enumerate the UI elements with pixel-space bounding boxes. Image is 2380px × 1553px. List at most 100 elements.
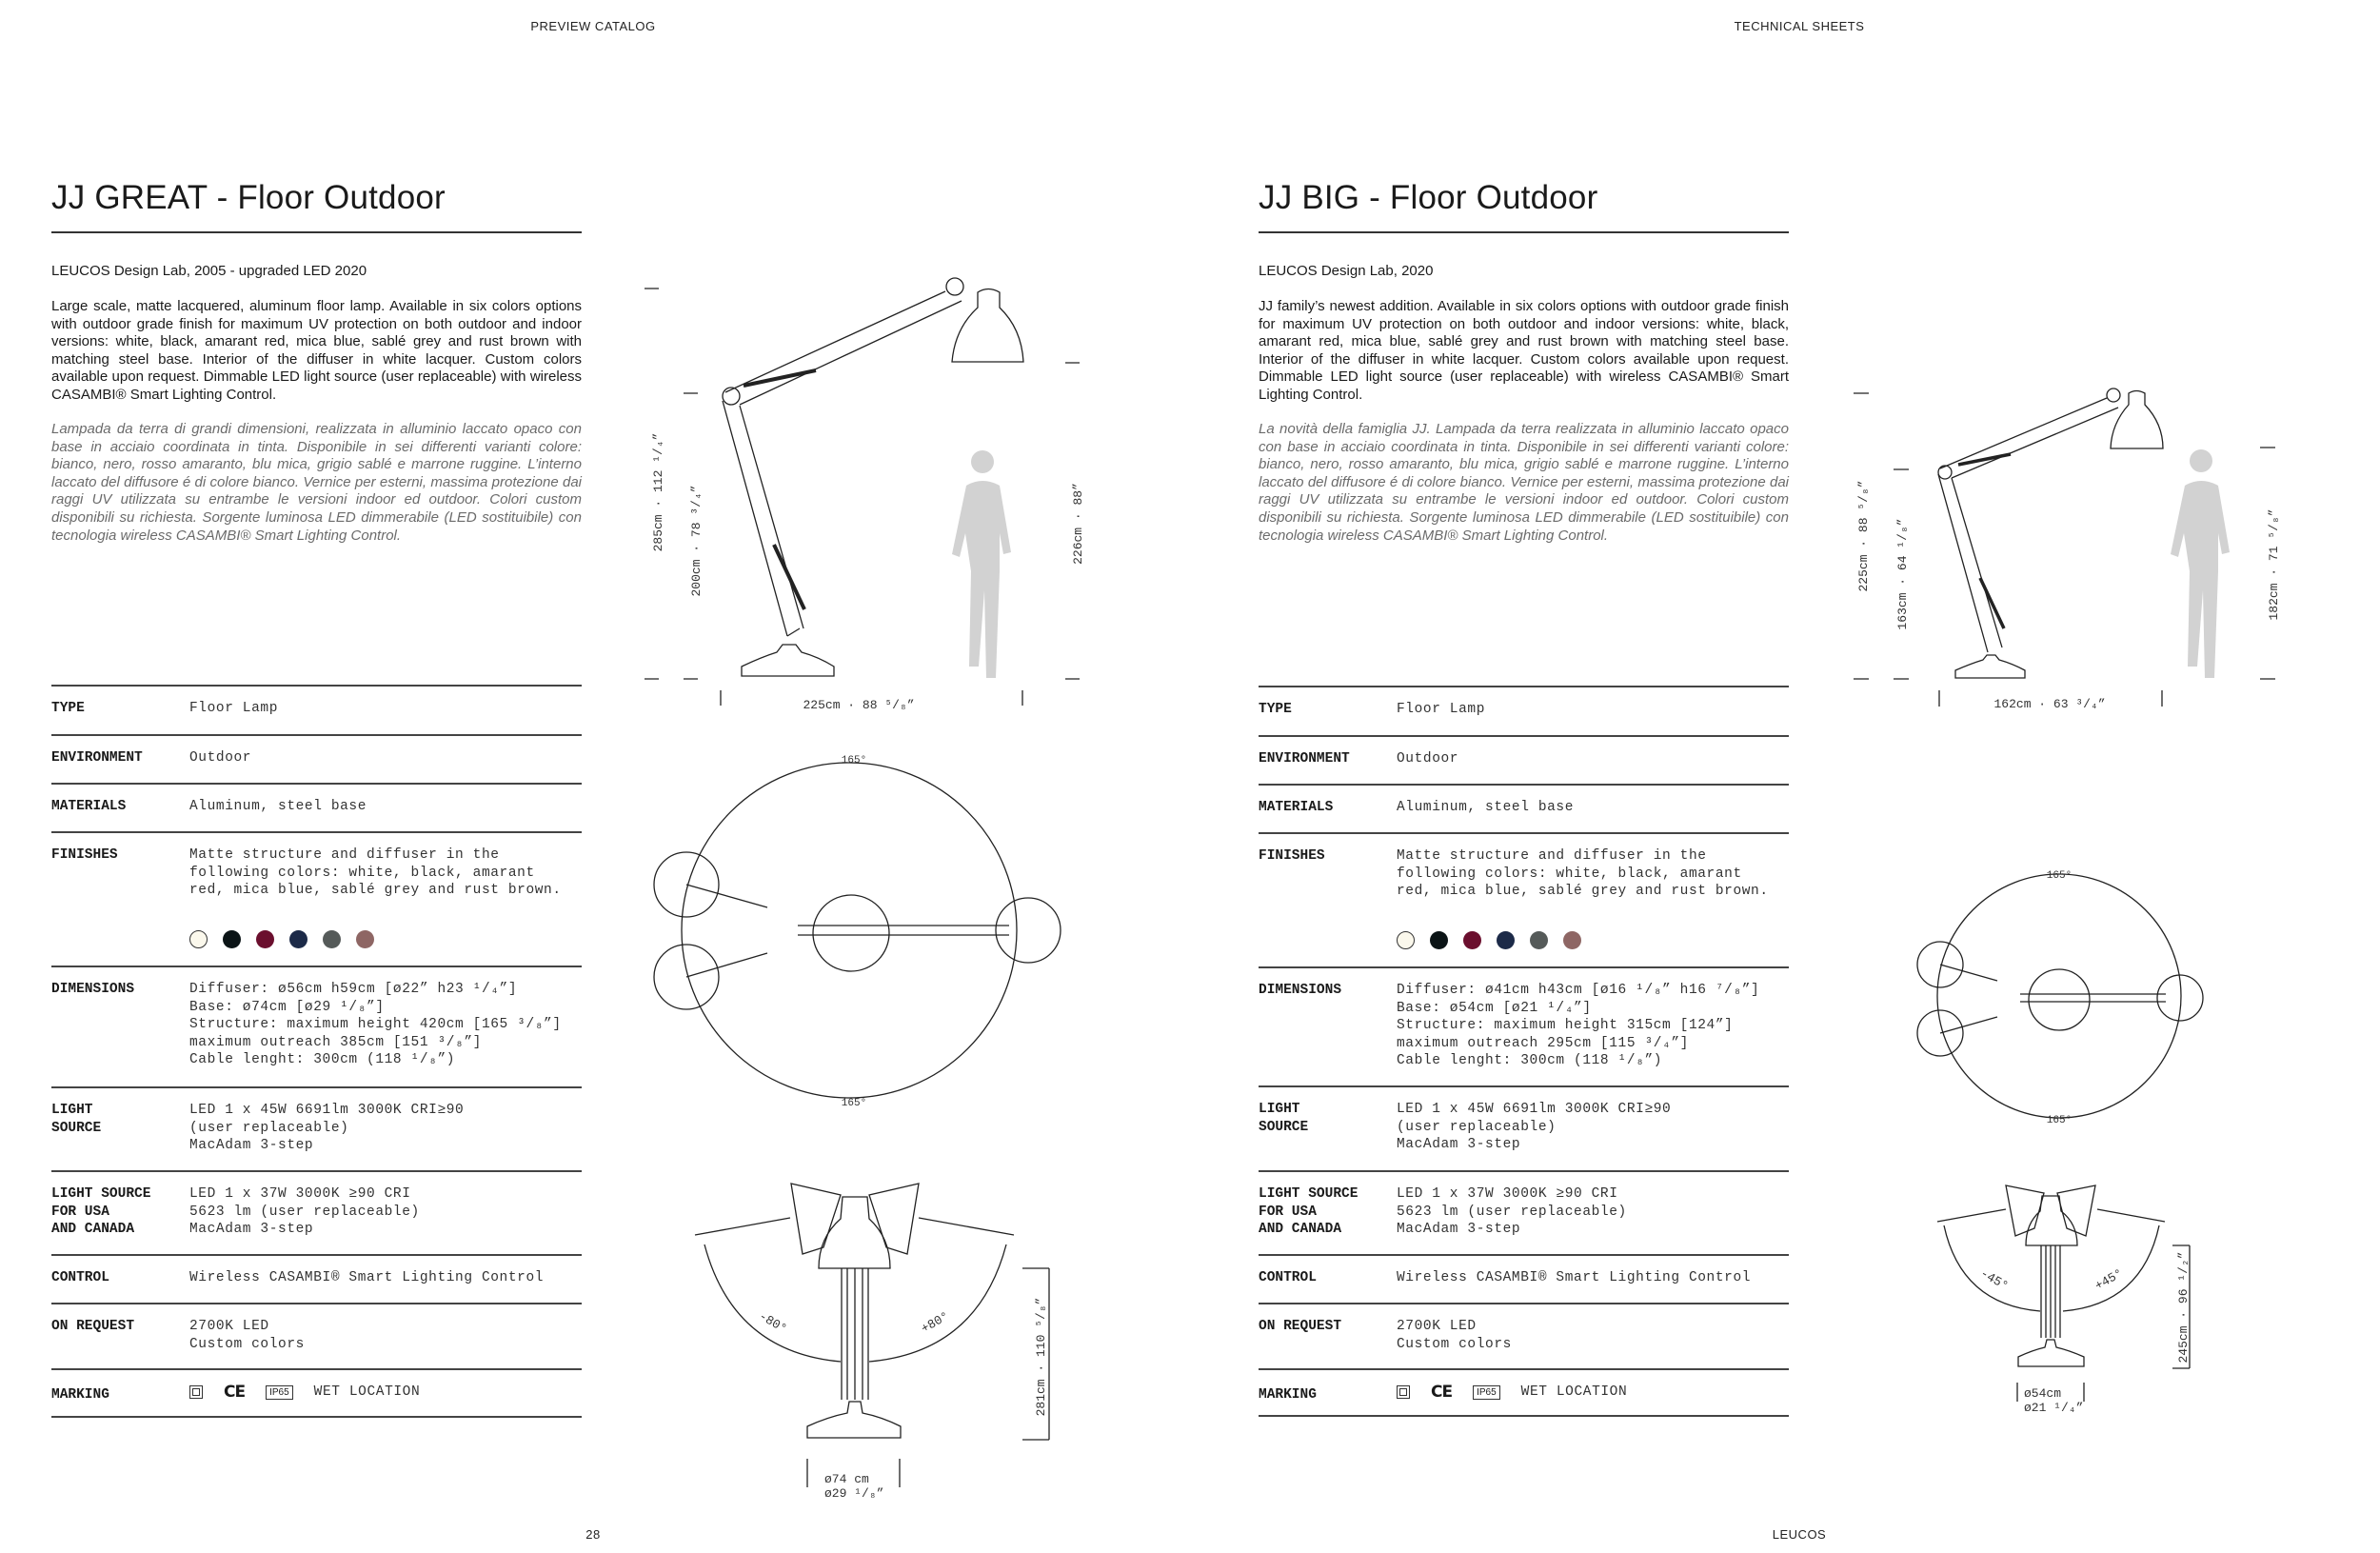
spec-value: Wireless CASAMBI® Smart Lighting Control (1397, 1270, 1752, 1285)
spec-label: MARKING (51, 1387, 109, 1403)
head-joint (2106, 388, 2121, 403)
dim-base-cm: ø74 cm (824, 1472, 869, 1486)
elbow-joint (722, 387, 741, 406)
lamp-base (1954, 654, 2026, 679)
front-diffuser (818, 1196, 891, 1269)
diffuser-position-right (995, 897, 1061, 964)
spec-value: LED 1 x 45W 6691lm 3000K CRI≥90 (user re… (1397, 1102, 1672, 1153)
product-designer: LEUCOS Design Lab, 2005 - upgraded LED 2… (51, 263, 367, 279)
spec-value: Outdoor (189, 750, 252, 766)
swatch-mica-blue (289, 930, 307, 948)
spec-label: ON REQUEST (51, 1319, 135, 1334)
spec-value: 2700K LED Custom colors (1397, 1319, 1512, 1352)
swatch-rust-brown (356, 930, 374, 948)
elbow-joint (1937, 465, 1953, 480)
base-circle (2028, 968, 2091, 1031)
running-head-right: TECHNICAL SHEETS (1734, 19, 1865, 33)
spec-label: DIMENSIONS (1259, 983, 1342, 998)
spec-label: FINISHES (51, 847, 118, 863)
wet-location-label: WET LOCATION (1520, 1384, 1628, 1400)
tilt-angle-right: +45° (2092, 1266, 2126, 1294)
tilt-diffuser-left (790, 1183, 842, 1255)
product-title: JJ BIG - Floor Outdoor (1259, 179, 1598, 216)
spec-row-type: TYPE Floor Lamp (51, 685, 582, 734)
tilt-arc-left (1943, 1224, 2041, 1312)
arm-top-view (685, 884, 1009, 978)
rotation-angle-bottom: 165° (2047, 1115, 2072, 1126)
front-column (841, 1268, 869, 1400)
spec-value: Matte structure and diffuser in the foll… (189, 847, 562, 899)
lamp-lower-arm (722, 400, 804, 637)
spec-label: TYPE (51, 701, 85, 716)
front-dimension-lines (2016, 1244, 2191, 1402)
swatch-white (189, 930, 208, 948)
spec-value: Diffuser: ø56cm h59cm [ø22” h23 ¹/₄”] Ba… (189, 982, 562, 1068)
tilt-arc-right (2062, 1224, 2160, 1312)
spec-label: LIGHT SOURCE FOR USA AND CANADA (1259, 1186, 1359, 1238)
class-ii-double-insulation-icon (1397, 1385, 1410, 1399)
ip-rating-badge: IP65 (1473, 1384, 1500, 1400)
spec-value: Outdoor (1397, 751, 1459, 767)
rotation-angle-top: 165° (842, 755, 866, 767)
diffuser-position-left-bottom (653, 944, 720, 1010)
swatch-amarant-red (256, 930, 274, 948)
spec-label: LIGHT SOURCE (1259, 1102, 1309, 1135)
spec-value: Matte structure and diffuser in the foll… (1397, 848, 1769, 900)
spec-label: LIGHT SOURCE FOR USA AND CANADA (51, 1186, 151, 1238)
front-column (2040, 1245, 2061, 1338)
dim-head-height: 182cm · 71 ⁵/₈” (2267, 508, 2281, 620)
dimension-ticks (645, 288, 1080, 706)
tilt-lines (694, 1217, 1015, 1236)
spec-label: CONTROL (1259, 1270, 1317, 1285)
lower-spring (772, 544, 806, 610)
spec-value: Floor Lamp (189, 701, 279, 716)
spec-value: Aluminum, steel base (189, 799, 367, 814)
lamp-upper-arm (1939, 397, 2119, 479)
front-dimension-lines (806, 1267, 1050, 1487)
spec-row-marking: MARKING CE IP65 WET LOCATION (51, 1368, 582, 1418)
jj-great-top-view (653, 762, 1061, 1099)
footer-brand: LEUCOS (1772, 1527, 1827, 1542)
dim-outreach: 225cm · 88 ⁵/₈” (803, 698, 914, 712)
description-italian: La novità della famiglia JJ. Lampada da … (1259, 421, 1789, 544)
diffuser-position-left-top (653, 851, 720, 918)
tilt-lines (1936, 1208, 2166, 1223)
dim-outreach: 162cm · 63 ³/₄” (1993, 697, 2105, 711)
dim-front-height: 245cm · 96 ¹/₂” (2176, 1251, 2191, 1363)
spec-label: ENVIRONMENT (51, 750, 143, 766)
spec-label: ENVIRONMENT (1259, 751, 1350, 767)
dim-total-height: 225cm · 88 ⁵/₈” (1856, 480, 1871, 591)
swatch-mica-blue (1497, 931, 1515, 949)
product-title: JJ GREAT - Floor Outdoor (51, 179, 446, 216)
product-designer: LEUCOS Design Lab, 2020 (1259, 263, 1434, 279)
spec-label: CONTROL (51, 1270, 109, 1285)
tilt-arc-right (868, 1244, 1007, 1363)
swatch-sable-grey (323, 930, 341, 948)
upper-spring (1957, 452, 2012, 467)
rotation-angle-bottom: 165° (842, 1098, 866, 1109)
ip-rating-badge: IP65 (266, 1384, 293, 1400)
jj-great-front-view (694, 1183, 1050, 1487)
ce-mark-icon: CE (1431, 1383, 1453, 1402)
arm-top-view (1939, 964, 2166, 1034)
spec-label: MATERIALS (1259, 800, 1334, 815)
upper-spring (743, 368, 817, 388)
description-english: JJ family’s newest addition. Available i… (1259, 298, 1789, 403)
tilt-angle-left: -45° (1977, 1266, 2011, 1294)
class-ii-double-insulation-icon (189, 1385, 203, 1399)
lower-spring (1978, 577, 2006, 629)
rotation-circle (1936, 873, 2182, 1119)
jj-big-top-view (1916, 873, 2204, 1119)
dim-arm-height: 200cm · 78 ³/₄” (689, 485, 704, 596)
jj-big-side-elevation (1854, 388, 2275, 707)
